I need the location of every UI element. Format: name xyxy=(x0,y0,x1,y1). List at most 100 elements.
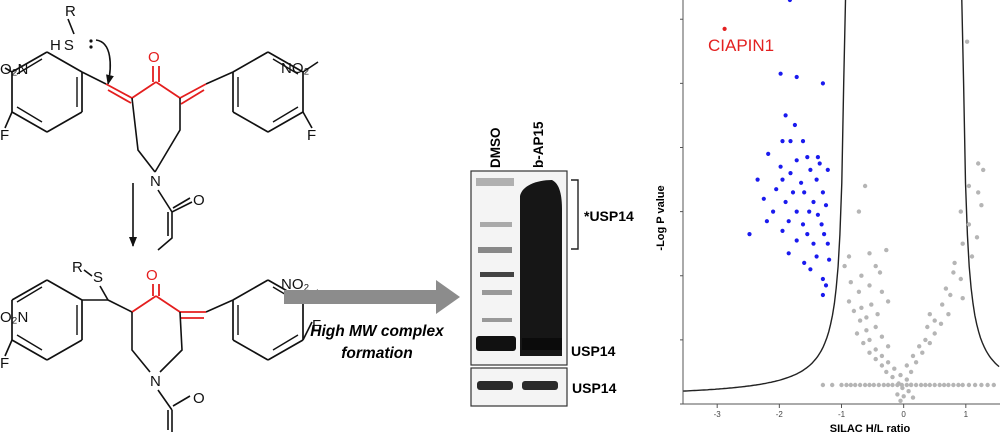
bottom-right-benzylic xyxy=(205,299,234,313)
background-protein-point xyxy=(908,369,914,375)
background-protein-point xyxy=(937,382,942,388)
background-protein-point xyxy=(885,382,891,388)
background-protein-point xyxy=(991,382,996,388)
background-protein-point xyxy=(898,372,903,378)
significant-protein-point xyxy=(825,167,830,172)
significant-protein-point xyxy=(780,139,785,144)
significant-protein-point xyxy=(820,190,826,195)
background-protein-point xyxy=(923,382,928,388)
background-protein-point xyxy=(867,251,872,256)
significant-protein-point xyxy=(786,219,791,224)
significant-protein-point xyxy=(805,232,810,237)
x-tick-label: 0 xyxy=(901,410,906,419)
background-protein-point xyxy=(985,382,990,388)
background-proteins xyxy=(820,39,996,403)
right-aryl-no2-bond xyxy=(302,61,319,73)
background-protein-point xyxy=(862,382,868,388)
background-protein-point xyxy=(948,292,953,298)
background-protein-point xyxy=(976,161,981,166)
background-protein-point xyxy=(964,39,970,44)
background-protein-point xyxy=(842,263,847,269)
background-protein-point xyxy=(875,312,880,317)
molecule-bottom: R S F O₂N NO₂ F O N O xyxy=(0,259,321,432)
significant-protein-point xyxy=(794,74,799,80)
background-protein-point xyxy=(879,363,885,368)
background-protein-point xyxy=(867,350,872,355)
left-aryl-f-bond xyxy=(4,111,13,129)
top-acryl-oxygen: O xyxy=(193,192,205,209)
significant-protein-point xyxy=(800,139,806,144)
background-protein-point xyxy=(966,382,972,388)
background-protein-point xyxy=(867,382,872,388)
top-fluoro-right: F xyxy=(307,127,316,144)
x-axis-label: SILAC H/L ratio xyxy=(830,423,911,435)
significant-protein-point xyxy=(823,283,829,288)
background-protein-point xyxy=(856,289,862,294)
background-protein-point xyxy=(859,305,864,310)
left-aryl-no2-bond xyxy=(4,67,13,73)
highlight-protein-point xyxy=(722,26,727,31)
x-tick-label: -1 xyxy=(838,410,846,419)
background-protein-point xyxy=(879,334,885,339)
background-protein-point xyxy=(857,318,863,323)
background-protein-point xyxy=(901,394,906,399)
significance-curve-left xyxy=(683,0,847,392)
dmso-band-top xyxy=(476,178,514,186)
significant-protein-point xyxy=(771,209,776,214)
right-benzylic-bond xyxy=(205,71,234,85)
significant-protein-point xyxy=(780,228,785,233)
background-protein-point xyxy=(873,324,878,330)
bottom-left-aryl-double-bonds xyxy=(16,286,78,351)
background-protein-point xyxy=(904,377,909,382)
background-protein-point xyxy=(873,347,878,352)
y-tick-marks xyxy=(680,18,683,405)
background-protein-point xyxy=(864,328,869,333)
significant-protein-point xyxy=(814,254,819,259)
significant-protein-point xyxy=(774,187,779,192)
background-protein-point xyxy=(941,382,947,388)
significant-protein-point xyxy=(819,222,824,227)
significant-protein-point xyxy=(799,180,804,185)
significant-protein-point xyxy=(790,190,796,195)
loading-band-dmso xyxy=(477,381,513,390)
highlight-protein xyxy=(722,26,727,31)
significant-protein-point xyxy=(820,81,826,86)
background-protein-point xyxy=(906,389,911,394)
background-protein-point xyxy=(969,254,975,259)
background-protein-point xyxy=(927,340,932,346)
background-protein-point xyxy=(960,296,965,301)
background-protein-point xyxy=(913,382,919,388)
lane-label-bap15: b-AP15 xyxy=(531,121,546,168)
significant-protein-point xyxy=(794,158,799,163)
background-protein-point xyxy=(820,382,826,388)
dmso-band-mid1 xyxy=(478,247,512,253)
background-protein-point xyxy=(904,382,909,388)
background-protein-point xyxy=(869,302,874,307)
significant-protein-point xyxy=(794,209,799,214)
background-protein-point xyxy=(848,382,853,388)
bottom-nitro-left: O₂N xyxy=(0,309,28,326)
significant-protein-point xyxy=(815,212,821,217)
background-protein-point xyxy=(873,356,878,362)
background-protein-point xyxy=(857,382,863,388)
background-protein-point xyxy=(851,308,857,314)
significant-protein-point xyxy=(764,219,770,224)
significant-protein-point xyxy=(787,0,792,3)
background-protein-point xyxy=(956,382,961,388)
significant-protein-point xyxy=(802,190,807,195)
bottom-keto-oxygen: O xyxy=(146,267,158,284)
bottom-r-label: R xyxy=(72,259,83,276)
top-azepane-ring xyxy=(131,97,181,173)
nucleophile-attack-arrow xyxy=(95,39,114,85)
background-protein-point xyxy=(873,263,878,269)
significant-protein-point xyxy=(800,222,806,227)
background-protein-point xyxy=(844,382,849,388)
bottom-s-c-bond xyxy=(99,285,109,301)
background-protein-point xyxy=(932,331,937,336)
significant-protein-point xyxy=(827,257,832,262)
background-protein-point xyxy=(966,222,972,227)
bottom-azepane-ring xyxy=(131,311,183,373)
top-warhead xyxy=(105,66,207,105)
background-protein-point xyxy=(884,369,889,375)
